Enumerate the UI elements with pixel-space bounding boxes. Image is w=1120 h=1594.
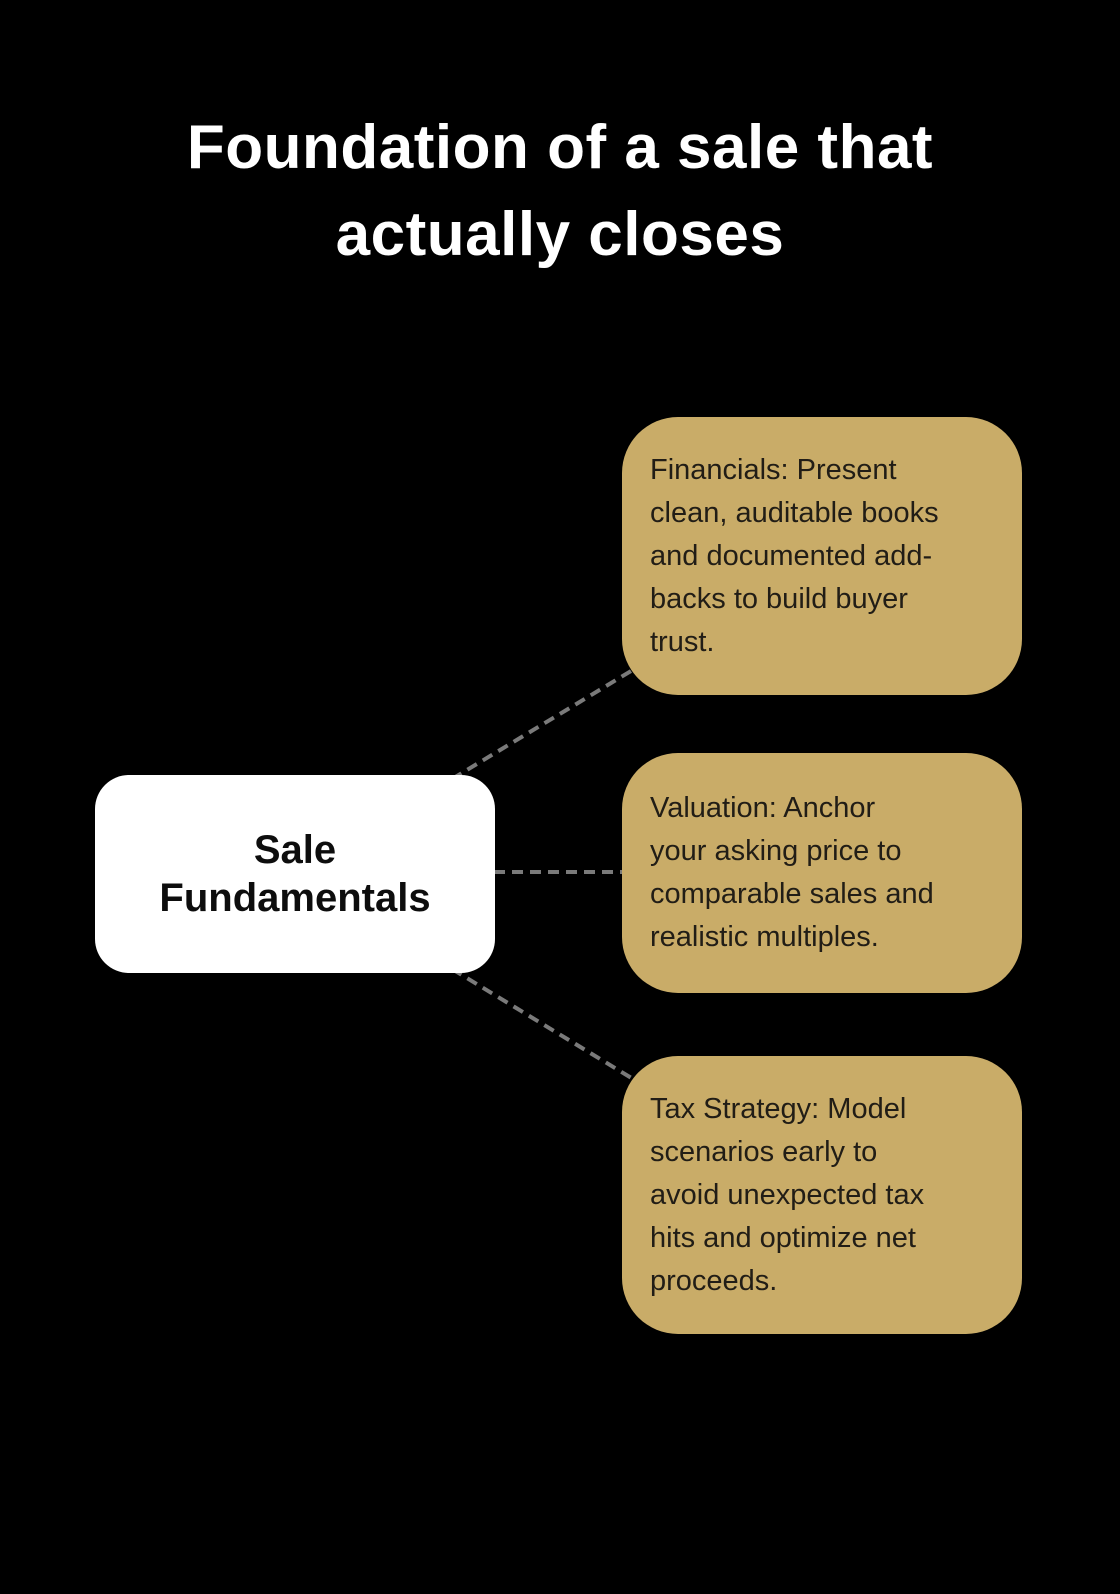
- branch-text-financials: Financials: Present clean, auditable boo…: [650, 453, 939, 658]
- connector-line-tax-strategy: [450, 967, 640, 1084]
- root-node-sale-fundamentals: Sale Fundamentals: [95, 775, 495, 973]
- branch-node-financials: Financials: Present clean, auditable boo…: [622, 417, 1022, 695]
- connector-line-financials: [450, 666, 638, 781]
- branch-node-valuation: Valuation: Anchor your asking price to c…: [622, 753, 1022, 993]
- branch-text-valuation: Valuation: Anchor your asking price to c…: [650, 792, 934, 953]
- root-node-label: Sale Fundamentals: [159, 828, 431, 920]
- page-title: Foundation of a sale that actually close…: [186, 113, 934, 269]
- branch-node-tax-strategy: Tax Strategy: Model scenarios early to a…: [622, 1056, 1022, 1334]
- branch-text-tax-strategy: Tax Strategy: Model scenarios early to a…: [650, 1092, 925, 1297]
